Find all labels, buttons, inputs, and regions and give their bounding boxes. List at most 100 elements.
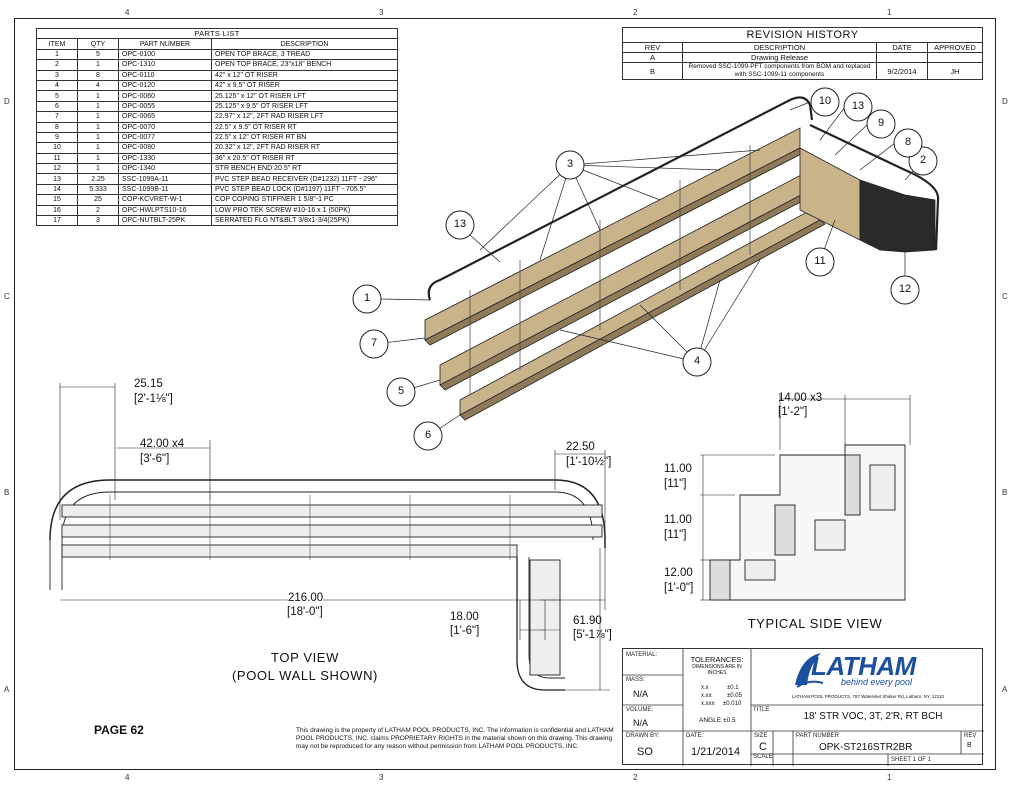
proprietary-disclaimer: This drawing is the property of LATHAM P… xyxy=(296,727,614,750)
rev-value: B xyxy=(967,742,972,749)
zone-marker-left: B xyxy=(4,488,10,497)
zone-marker-top: 3 xyxy=(379,8,384,17)
dimension-label: 22.50 xyxy=(566,441,595,453)
balloon-label: 12 xyxy=(898,283,912,295)
dimension-label: [3'-6"] xyxy=(140,453,170,465)
tolerances-label: TOLERANCES: xyxy=(690,655,744,664)
zone-marker-top: 2 xyxy=(633,8,638,17)
dimension-label: 42.00 x4 xyxy=(140,438,185,450)
balloon-label: 3 xyxy=(566,158,574,170)
dimension-label: [1'-6"] xyxy=(450,625,480,637)
balloon-label: 2 xyxy=(919,154,927,166)
zone-marker-left: A xyxy=(4,685,10,694)
isometric-view xyxy=(352,87,940,451)
volume-label: VOLUME: xyxy=(626,707,654,713)
tolerance-format: x.xx xyxy=(701,693,712,699)
zone-marker-top: 4 xyxy=(125,8,130,17)
balloon-label: 13 xyxy=(453,218,467,230)
tolerance-format: x.xxx xyxy=(701,701,715,707)
zone-marker-left: C xyxy=(4,292,10,301)
zone-marker-bottom: 4 xyxy=(125,773,130,782)
balloon-label: 11 xyxy=(814,255,826,267)
dimension-label: 11.00 xyxy=(664,463,692,475)
revision-history-table: REVISION HISTORY REV DESCRIPTION DATE AP… xyxy=(622,27,983,80)
tolerance-value: ±0.05 xyxy=(727,693,742,699)
scale-label: SCALE xyxy=(753,754,773,760)
dimension-label: [1'-0"] xyxy=(664,582,694,594)
drawn-by-value: SO xyxy=(637,746,653,758)
angle-label: ANGLE xyxy=(699,717,722,724)
drawing-frame xyxy=(14,18,996,770)
company-address: LATHAM POOL PRODUCTS, 787 Watervliet Sha… xyxy=(792,694,944,699)
dimension-label: 216.00 xyxy=(288,592,324,605)
revision-row: B Removed SSC-1099-PFT components from B… xyxy=(622,62,983,80)
title-label: TITLE xyxy=(753,707,770,713)
balloon-label: 7 xyxy=(370,337,378,349)
page-label: PAGE 62 xyxy=(94,723,144,737)
dimension-label: 61.90 xyxy=(573,615,602,627)
part-number-label: PART NUMBER xyxy=(796,733,840,739)
zone-marker-left: D xyxy=(4,97,10,106)
size-value: C xyxy=(759,741,767,753)
dimension-label: [1'-2"] xyxy=(778,406,808,418)
dimension-label: 12.00 xyxy=(664,567,693,579)
dimension-label: [11"] xyxy=(664,478,687,490)
balloon-label: 13 xyxy=(851,100,865,112)
tolerance-value: ±0.1 xyxy=(727,685,739,691)
volume-value: N/A xyxy=(633,718,649,728)
dimension-label: [11"] xyxy=(664,529,687,541)
mass-label: MASS: xyxy=(626,677,645,683)
drawn-by-label: DRAWN BY: xyxy=(626,733,660,739)
revision-cell: JH xyxy=(927,62,983,80)
dimension-label: 25.15 xyxy=(134,378,163,390)
sheet-label: SHEET 1 OF 1 xyxy=(891,757,931,763)
zone-marker-bottom: 3 xyxy=(379,773,384,782)
date-label: DATE: xyxy=(686,733,704,739)
zone-marker-right: C xyxy=(1002,292,1008,301)
balloon-label: 9 xyxy=(877,117,885,129)
top-view-subtitle: (POOL WALL SHOWN) xyxy=(232,668,378,683)
zone-marker-right: D xyxy=(1002,97,1008,106)
dimension-label: [18'-0"] xyxy=(287,606,323,618)
dimension-label: [2'-1⅛"] xyxy=(134,393,173,405)
revision-cell: Removed SSC-1099-PFT components from BOM… xyxy=(682,62,877,80)
logo-tagline: behind every pool xyxy=(841,677,913,687)
parts-list-table: PARTS LIST ITEM QTY PART NUMBER DESCRIPT… xyxy=(36,27,398,227)
size-label: SIZE xyxy=(754,733,768,739)
latham-logo-icon xyxy=(795,653,824,688)
logo-wordmark: LATHAM xyxy=(811,651,916,681)
tolerance-format: x.x xyxy=(701,685,709,691)
part-number-value: OPK-ST216STR2BR xyxy=(819,742,913,753)
title-block-grid xyxy=(623,649,984,766)
dimension-label: [5'-1⅞"] xyxy=(573,629,612,641)
side-view-title: TYPICAL SIDE VIEW xyxy=(747,616,883,631)
drawing-title: 18' STR VOC, 3T, 2'R, RT BCH xyxy=(803,711,943,722)
balloon-label: 6 xyxy=(424,429,432,441)
side-view xyxy=(700,395,911,601)
dimension-label: 11.00 xyxy=(664,514,692,526)
top-view-title: TOP VIEW xyxy=(271,650,339,665)
zone-marker-bottom: 1 xyxy=(887,773,892,782)
title-block: MATERIAL: MASS: N/A VOLUME: N/A DRAWN BY… xyxy=(622,648,984,766)
balloon-label: 8 xyxy=(904,136,912,148)
zone-marker-right: B xyxy=(1002,488,1008,497)
balloon-label: 5 xyxy=(397,385,405,397)
tolerances-note: DIMENSIONS ARE IN INCHES xyxy=(692,664,742,676)
tolerance-value: ±0.010 xyxy=(723,701,742,707)
zone-marker-bottom: 2 xyxy=(633,773,638,782)
parts-list-cell: SERRATED FLG NT&BLT 3/8x1-3/4(25PK) xyxy=(211,215,398,227)
dimension-label: [1'-10½"] xyxy=(566,456,612,468)
balloon-label: 10 xyxy=(818,95,832,107)
balloon-label: 1 xyxy=(363,292,371,304)
balloon-label: 4 xyxy=(693,355,701,367)
dimension-label: 18.00 xyxy=(450,611,479,623)
angle-value: ±0.5 xyxy=(723,717,736,724)
mass-value: N/A xyxy=(633,689,649,699)
zone-marker-top: 1 xyxy=(887,8,892,17)
top-view xyxy=(49,383,610,691)
material-label: MATERIAL: xyxy=(626,652,658,658)
zone-marker-right: A xyxy=(1002,685,1008,694)
date-value: 1/21/2014 xyxy=(691,746,740,758)
dimension-label: 14.00 x3 xyxy=(778,392,823,404)
